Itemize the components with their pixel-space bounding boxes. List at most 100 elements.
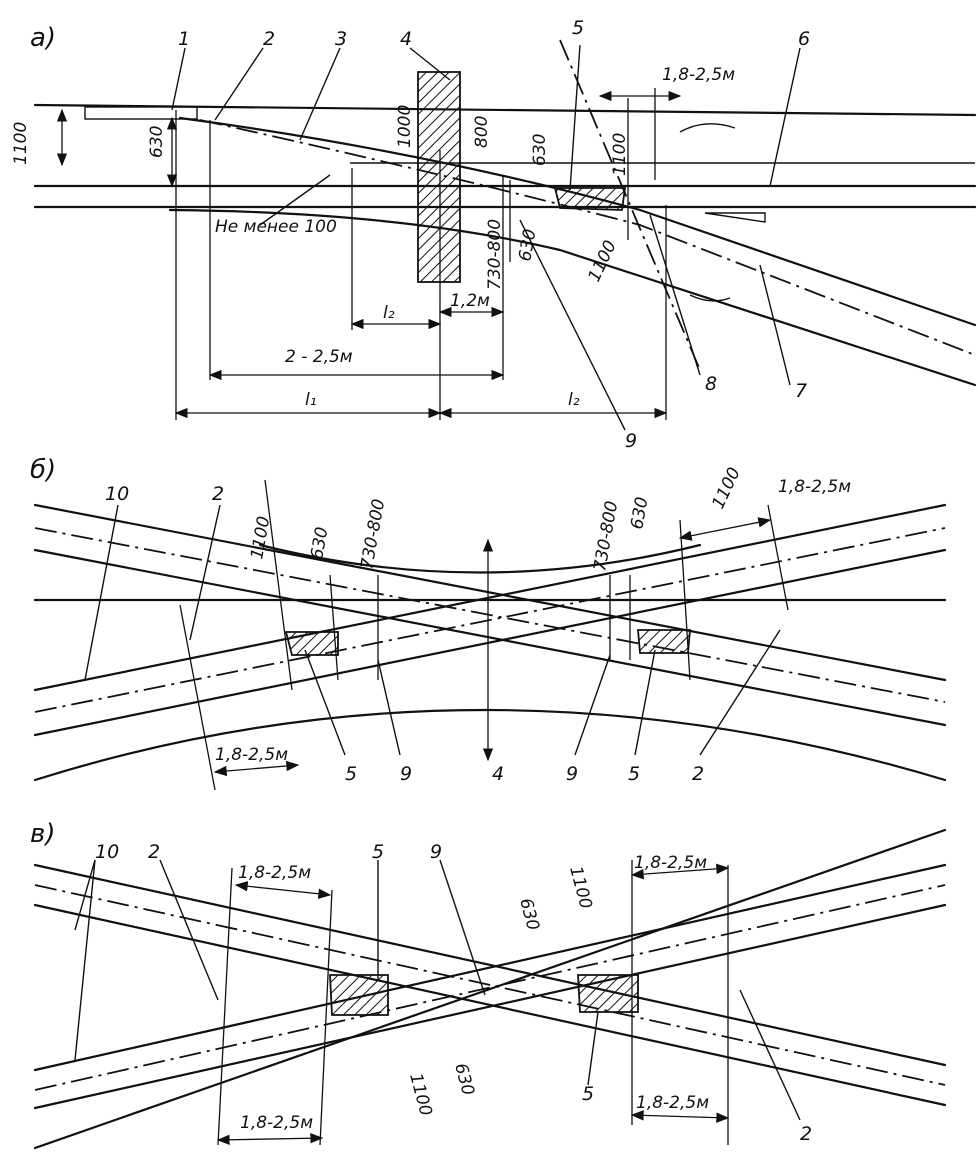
track-curve	[258, 543, 702, 574]
dim-text: 1,8-2,5м	[215, 745, 288, 765]
callout-4: 4	[400, 28, 412, 50]
crossing-platform-5	[637, 629, 691, 654]
callout-2: 2	[212, 483, 224, 505]
callout-7: 7	[795, 380, 807, 402]
dim-line	[319, 889, 333, 1146]
track-axis	[34, 884, 946, 1086]
dim-18-br	[630, 1110, 730, 1123]
leader	[377, 659, 401, 756]
dim-text: 1,8-2,5м	[634, 853, 707, 873]
leader	[587, 1011, 599, 1086]
axis-line	[559, 39, 701, 371]
signal-1	[84, 106, 198, 120]
callout-2: 2	[263, 28, 275, 50]
leader	[569, 44, 581, 191]
curve-mark	[689, 294, 731, 302]
crossing-platform-5	[577, 974, 639, 1013]
callout-2: 2	[692, 763, 704, 785]
section-a-label: а)	[30, 23, 56, 53]
dim-text: l₂	[568, 390, 580, 410]
callout-5: 5	[372, 841, 384, 863]
dim-line	[179, 604, 216, 791]
dim-text: 630	[307, 525, 332, 560]
dim-text: 630	[147, 126, 167, 158]
leader	[84, 504, 119, 681]
dim-line	[217, 867, 233, 1146]
section-c-label: в)	[30, 819, 55, 849]
leader	[409, 47, 451, 81]
track-axis	[199, 119, 976, 356]
callout-10: 10	[95, 841, 119, 863]
dim-text: 630	[515, 227, 540, 262]
leader	[759, 264, 791, 386]
track-line	[33, 863, 947, 1067]
dim-text: 630	[450, 1061, 478, 1098]
dim-text: l₁	[305, 390, 317, 410]
callout-6: 6	[798, 28, 810, 50]
callout-8: 8	[705, 373, 717, 395]
leader	[259, 174, 331, 226]
dim-text: 1100	[405, 1071, 436, 1118]
leader	[769, 47, 801, 187]
diverging-track	[168, 208, 977, 387]
callout-9: 9	[625, 430, 637, 452]
track-line	[33, 548, 947, 737]
part-c: в) 10 2 5 9 5 2	[30, 819, 947, 1150]
dim-text: 1,8-2,5м	[240, 1113, 313, 1133]
dim-text: 1100	[584, 237, 620, 285]
dim-text: 1000	[395, 105, 415, 148]
dim-line	[679, 519, 691, 681]
dim-text: 1100	[708, 464, 744, 512]
dim-text: 630	[530, 134, 550, 166]
dim-text: 1,8-2,5м	[636, 1093, 709, 1113]
dim-18-bottom	[213, 760, 300, 777]
leader	[649, 214, 701, 376]
leader	[74, 859, 96, 1061]
dim-text: 1100	[565, 864, 596, 911]
dim-line	[329, 574, 339, 681]
curve-mark	[679, 123, 736, 133]
dim-text: 1,8-2,5м	[662, 65, 735, 85]
dim-text: l₂	[383, 303, 395, 323]
part-b: б) 10 2	[30, 455, 947, 791]
dim-text: 730-800	[357, 497, 389, 570]
leader	[74, 859, 96, 931]
barrier-4	[417, 71, 461, 283]
leader	[189, 504, 221, 641]
leader	[304, 649, 346, 756]
callout-3: 3	[335, 28, 347, 50]
dim-text: 1100	[11, 122, 31, 165]
leader	[519, 219, 626, 431]
dim-line	[767, 504, 789, 611]
track-line	[33, 828, 947, 1150]
section-b-label: б)	[30, 455, 56, 485]
dim-text: 630	[627, 495, 652, 530]
callout-5: 5	[628, 763, 640, 785]
track-line	[33, 548, 947, 727]
callout-9: 9	[400, 763, 412, 785]
track-curve	[33, 708, 947, 782]
dim-text: 1,8-2,5м	[778, 477, 851, 497]
leader	[699, 629, 781, 756]
leader	[171, 47, 186, 111]
callout-2: 2	[148, 841, 160, 863]
callout-9: 9	[566, 763, 578, 785]
dim-text: 730-800	[485, 219, 505, 290]
leader	[439, 859, 486, 996]
crossing-platform-5	[329, 974, 389, 1016]
dim-text: 1,2м	[450, 291, 490, 311]
dim-text: 1100	[247, 515, 274, 561]
dim-text: 630	[515, 896, 543, 933]
track-line	[33, 503, 947, 682]
track-line	[33, 903, 947, 1107]
callout-10: 10	[105, 483, 129, 505]
track-line	[33, 903, 947, 1110]
dim-18-top	[678, 517, 772, 541]
dim-text: Не менее 100	[215, 217, 337, 237]
crossing-platform-5	[284, 631, 339, 656]
track-axis	[34, 527, 946, 703]
track-line	[33, 863, 947, 1072]
callout-2: 2	[800, 1123, 812, 1145]
